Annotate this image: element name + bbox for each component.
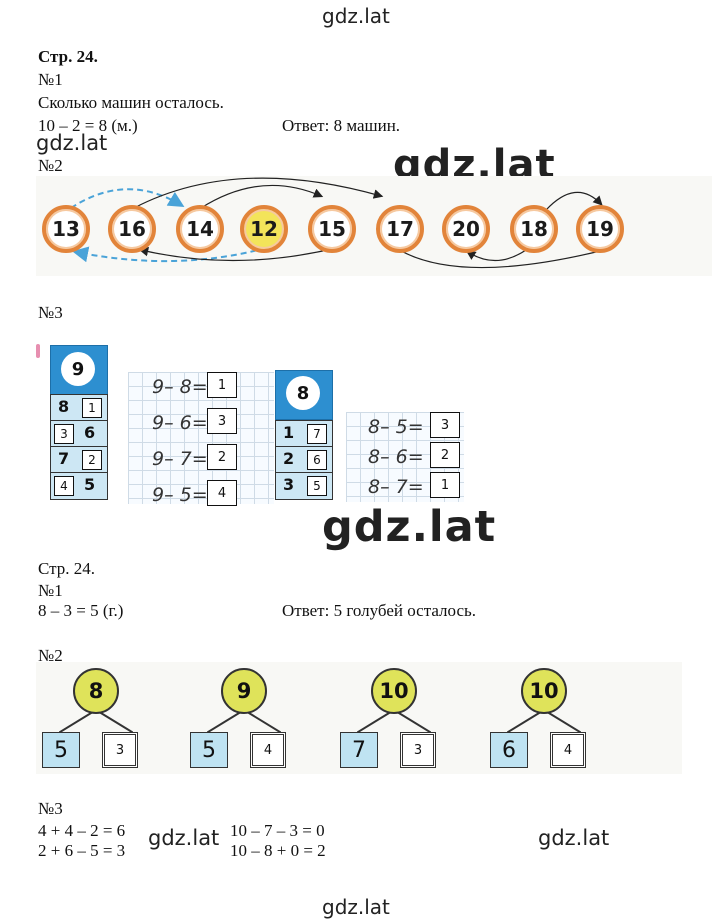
equation: 8– 7=	[368, 476, 424, 498]
tree-top-circle: 8	[73, 668, 119, 714]
composition-number: 1	[283, 423, 295, 442]
watermark-large-mid: gdz.lat	[322, 502, 497, 552]
tree-right-box: 4	[550, 732, 586, 768]
page-heading-1: Стр. 24.	[38, 47, 98, 66]
number-circle: 18	[510, 205, 558, 253]
number-circle: 20	[442, 205, 490, 253]
watermark-bottom-right: gdz.lat	[538, 826, 610, 850]
task1-heading-2: №1	[38, 581, 63, 600]
number-circle: 14	[176, 205, 224, 253]
equation: 9– 6=	[152, 412, 208, 434]
answer-box: 1	[207, 372, 237, 398]
answer-box: 1	[82, 398, 102, 418]
answer-box: 4	[207, 480, 237, 506]
equation: 8– 5=	[368, 416, 424, 438]
answer-box: 3	[430, 412, 460, 438]
tree-top-circle: 9	[221, 668, 267, 714]
equation: 8– 6=	[368, 446, 424, 468]
equation: 9– 5=	[152, 484, 208, 506]
tree-left-box: 7	[340, 732, 378, 768]
watermark-bottom-left: gdz.lat	[148, 826, 220, 850]
composition-number: 6	[84, 423, 96, 442]
task3-heading: №3	[38, 303, 63, 322]
task1-solution: 10 – 2 = 8 (м.)	[38, 116, 138, 135]
answer-box: 7	[307, 424, 327, 444]
left-top-number: 9	[61, 352, 95, 386]
answer-box: 1	[430, 472, 460, 498]
task1-question: Сколько машин осталось.	[38, 93, 224, 112]
left-grid	[128, 372, 274, 504]
equation: 9– 7=	[152, 448, 208, 470]
task1-answer: Ответ: 8 машин.	[282, 116, 401, 135]
tree-right-box: 3	[102, 732, 138, 768]
composition-number: 2	[283, 449, 295, 468]
answer-box: 4	[54, 476, 74, 496]
task3-heading-2: №3	[38, 799, 63, 818]
answer-box: 2	[430, 442, 460, 468]
composition-number: 8	[58, 397, 70, 416]
tree-right-box: 3	[400, 732, 436, 768]
task3-line-1: 4 + 4 – 2 = 6	[38, 821, 126, 840]
tree-top-circle: 10	[521, 668, 567, 714]
task3-line-3: 10 – 7 – 3 = 0	[230, 821, 325, 840]
number-circle: 17	[376, 205, 424, 253]
page-heading-2: Стр. 24.	[38, 559, 96, 578]
number-circle: 13	[42, 205, 90, 253]
watermark-footer: gdz.lat	[322, 895, 390, 919]
task3-line-4: 10 – 8 + 0 = 2	[230, 841, 326, 860]
tree-right-box: 4	[250, 732, 286, 768]
tree-top-circle: 10	[371, 668, 417, 714]
number-circle: 12	[240, 205, 288, 253]
watermark-left: gdz.lat	[36, 131, 108, 155]
watermark-top: gdz.lat	[322, 4, 390, 28]
answer-box: 3	[54, 424, 74, 444]
task3-line-2: 2 + 6 – 5 = 3	[38, 841, 126, 860]
number-circle: 16	[108, 205, 156, 253]
composition-number: 3	[283, 475, 295, 494]
task1-heading: №1	[38, 70, 63, 89]
answer-box: 3	[207, 408, 237, 434]
answer-box: 6	[307, 450, 327, 470]
task1-answer-2: Ответ: 5 голубей осталось.	[282, 601, 476, 620]
composition-number: 5	[84, 475, 96, 494]
number-circle: 19	[576, 205, 624, 253]
tree-left-box: 5	[190, 732, 228, 768]
equation: 9– 8=	[152, 376, 208, 398]
answer-box: 2	[207, 444, 237, 470]
answer-box: 2	[82, 450, 102, 470]
tree-left-box: 6	[490, 732, 528, 768]
arrows-diagram	[70, 177, 603, 269]
composition-number: 7	[58, 449, 70, 468]
task1-solution-2: 8 – 3 = 5 (г.)	[38, 601, 124, 620]
tree-left-box: 5	[42, 732, 80, 768]
task2-heading: №2	[38, 156, 63, 175]
pink-marker	[36, 344, 40, 358]
task2-heading-2: №2	[38, 646, 63, 665]
number-circle: 15	[308, 205, 356, 253]
answer-box: 5	[307, 476, 327, 496]
right-top-number: 8	[286, 376, 320, 410]
